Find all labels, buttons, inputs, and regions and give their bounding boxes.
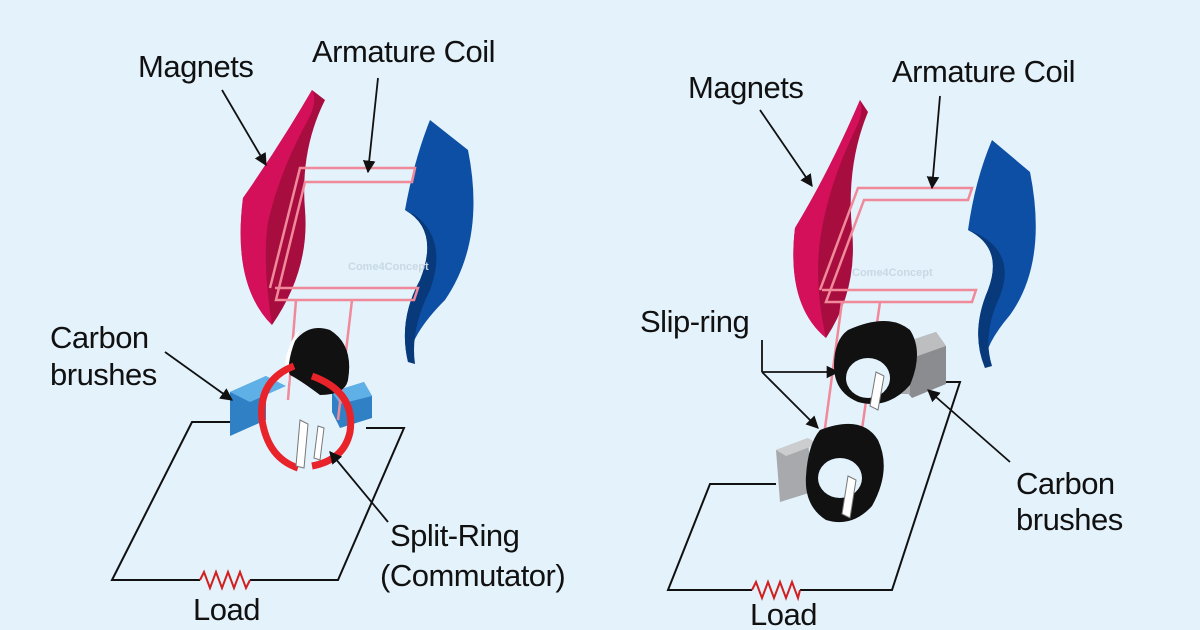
label-carbon-brushes-1: Carbon bbox=[1016, 466, 1115, 501]
slip-rings bbox=[776, 321, 946, 523]
circuit-wire bbox=[110, 421, 406, 581]
label-carbon-brushes-2: brushes bbox=[50, 357, 157, 392]
label-split-ring-1: Split-Ring bbox=[390, 518, 519, 553]
magnet-blue bbox=[968, 140, 1036, 368]
magnet-blue bbox=[404, 120, 474, 364]
label-armature-coil: Armature Coil bbox=[312, 34, 495, 69]
label-magnets: Magnets bbox=[688, 70, 803, 105]
magnet-red bbox=[793, 100, 868, 338]
label-magnets: Magnets bbox=[138, 49, 253, 84]
label-split-ring-2: (Commutator) bbox=[380, 558, 565, 593]
circuit-wire bbox=[666, 381, 962, 591]
label-carbon-brushes-2: brushes bbox=[1016, 502, 1123, 537]
label-load: Load bbox=[193, 592, 260, 627]
load-resistor-icon bbox=[199, 569, 251, 591]
load-resistor-icon bbox=[751, 579, 801, 602]
label-carbon-brushes-1: Carbon bbox=[50, 320, 149, 355]
label-load: Load bbox=[750, 597, 817, 630]
ac-generator: Magnets Armature Coil Slip-ring Carbon b… bbox=[640, 54, 1123, 630]
magnet-red bbox=[240, 90, 325, 325]
label-slip-ring: Slip-ring bbox=[640, 304, 749, 339]
leader-arrows bbox=[164, 77, 389, 523]
leader-arrows bbox=[759, 95, 1011, 463]
dc-generator: Magnets Armature Coil Carbon brushes Spl… bbox=[50, 34, 566, 627]
label-armature-coil: Armature Coil bbox=[892, 54, 1075, 89]
watermark: Come4Concept bbox=[348, 261, 429, 273]
watermark: Come4Concept bbox=[852, 267, 933, 279]
